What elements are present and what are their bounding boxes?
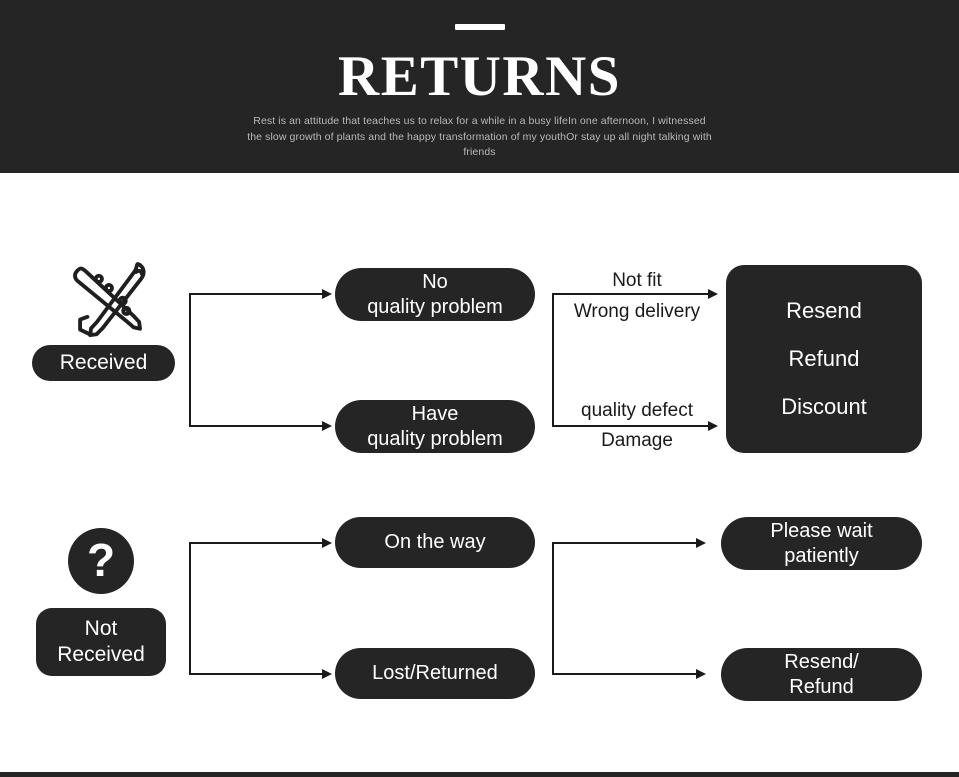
arrowhead-bottom: [322, 421, 332, 431]
node-lost-returned[interactable]: Lost/Returned: [335, 648, 535, 699]
node-resend-refund-discount[interactable]: Resend Refund Discount: [726, 265, 922, 453]
node-received[interactable]: Received: [32, 345, 175, 381]
outcome-line-discount: Discount: [781, 394, 867, 419]
page-title: RETURNS: [338, 45, 621, 108]
arrowhead-bottom: [322, 669, 332, 679]
connector-hline-bottom: [552, 425, 710, 427]
connector-vline: [552, 542, 554, 675]
arrowhead-bottom: [696, 669, 706, 679]
page-subtitle: Rest is an attitude that teaches us to r…: [247, 115, 712, 158]
edge-label-damage: Damage: [601, 430, 673, 451]
node-not-received[interactable]: Not Received: [36, 608, 166, 676]
page-header: RETURNS Rest is an attitude that teaches…: [0, 0, 959, 173]
edge-label-not-fit: Not fit: [612, 270, 662, 291]
connector-vline: [189, 293, 191, 427]
arrowhead-top: [696, 538, 706, 548]
footer-bar: [0, 772, 959, 777]
node-resend-refund[interactable]: Resend/ Refund: [721, 648, 922, 701]
connector-vline: [552, 293, 554, 427]
outcome-line-refund: Refund: [788, 346, 860, 371]
connector-hline-bottom: [189, 425, 324, 427]
arrowhead-bottom: [708, 421, 718, 431]
arrowhead-top: [322, 538, 332, 548]
connector-hline-top: [189, 542, 324, 544]
connector-hline-bottom: [189, 673, 324, 675]
question-mark-icon: ?: [68, 528, 134, 594]
arrowhead-top: [322, 289, 332, 299]
airplane-icon: [62, 256, 154, 342]
connector-hline-top: [189, 293, 324, 295]
header-divider-dash: [455, 24, 505, 30]
outcome-line-resend: Resend: [786, 298, 862, 323]
connector-vline: [189, 542, 191, 675]
connector-hline-top: [552, 542, 698, 544]
connector-hline-top: [552, 293, 710, 295]
edge-label-quality-defect: quality defect: [581, 400, 693, 421]
arrowhead-top: [708, 289, 718, 299]
node-no-quality-problem[interactable]: No quality problem: [335, 268, 535, 321]
node-on-the-way[interactable]: On the way: [335, 517, 535, 568]
node-please-wait-patiently[interactable]: Please wait patiently: [721, 517, 922, 570]
edge-label-wrong-delivery: Wrong delivery: [573, 301, 701, 322]
connector-hline-bottom: [552, 673, 698, 675]
node-have-quality-problem[interactable]: Have quality problem: [335, 400, 535, 453]
